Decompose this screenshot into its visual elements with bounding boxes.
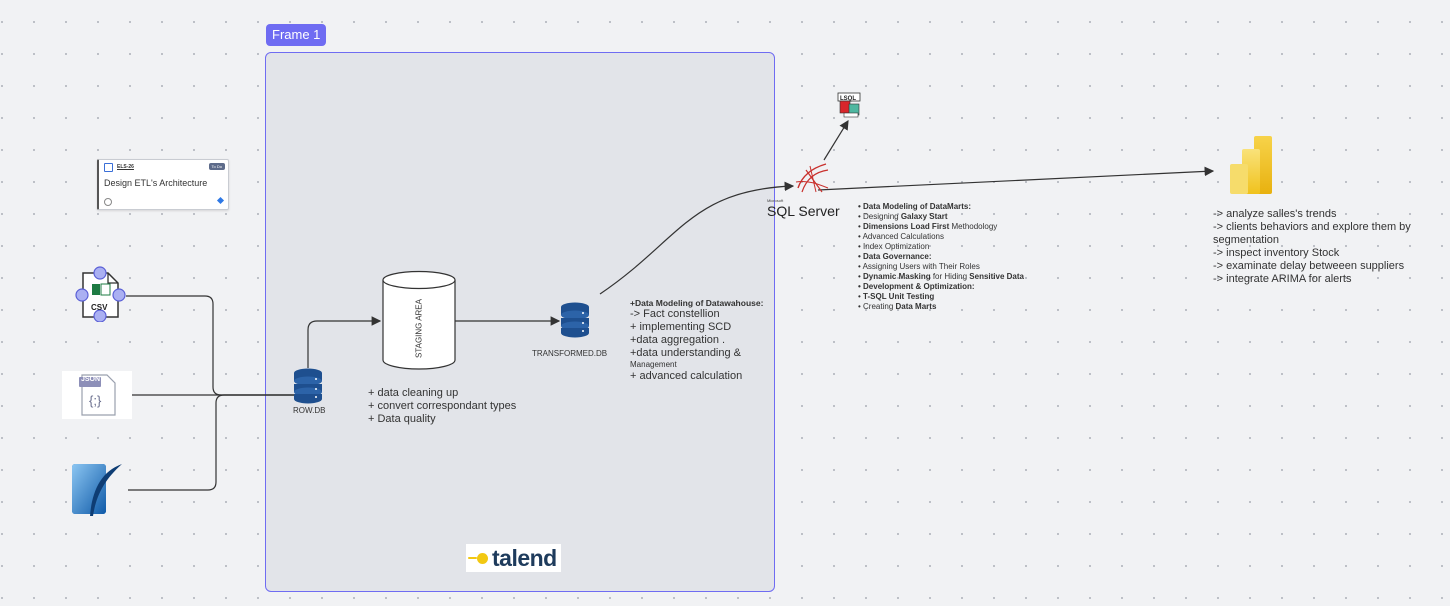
frame-container[interactable] xyxy=(265,52,775,592)
task-title: Design ETL's Architecture xyxy=(104,178,208,188)
mart-note-rest: for Hiding xyxy=(930,272,970,281)
dwh-note: + implementing SCD xyxy=(630,321,732,333)
bi-notes: -> analyze salles's trends -> clients be… xyxy=(1213,208,1411,286)
staging-note: + convert correspondant types xyxy=(368,400,517,412)
bi-note: -> inspect inventory Stock xyxy=(1213,247,1340,259)
transformed-db-icon[interactable] xyxy=(559,302,591,338)
mart-note-plain: • Designing xyxy=(858,212,901,221)
task-id[interactable]: ELS-26 xyxy=(117,164,134,170)
mart-note: • Data Modeling of DataMarts: xyxy=(858,202,1024,212)
bi-note: segmentation xyxy=(1213,234,1280,246)
sqlserver-to-powerbi-connector xyxy=(817,166,1215,191)
mart-note-plain: • Creating xyxy=(858,302,896,311)
sqlite-connector xyxy=(128,394,294,491)
mart-note: • Assigning Users with Their Roles xyxy=(858,262,1024,272)
mart-note: • T-SQL Unit Testing xyxy=(858,292,1024,302)
bi-note: -> clients behaviors and explore them by xyxy=(1213,221,1411,233)
bi-note: -> examinate delay betweeen suppliers xyxy=(1213,260,1405,272)
mart-note-plain: • xyxy=(858,272,864,281)
mart-note: • Index Optimization xyxy=(858,242,1024,252)
mart-note-plain: • xyxy=(858,292,864,301)
mart-note: • Dynamic Masking for Hiding Sensitive D… xyxy=(858,272,1024,282)
dwh-note-sub: Management xyxy=(630,360,677,369)
mart-note: • Data Governance: xyxy=(858,252,1024,262)
mart-note: • Creating Data Marts xyxy=(858,302,1024,312)
mart-note-bold: Dimensions Load First xyxy=(863,222,950,231)
mart-note-bold: • Data Modeling of DataMarts: xyxy=(858,202,972,211)
mart-note-bold: • Development & Optimization: xyxy=(858,282,975,291)
bi-note: -> analyze salles's trends xyxy=(1213,208,1337,220)
dwh-note: +data aggregation . xyxy=(630,334,726,346)
talend-logo-dash xyxy=(468,557,477,559)
json-document-icon xyxy=(79,374,116,416)
talend-logo-dot xyxy=(477,553,488,564)
dwh-note: -> Fact constellion xyxy=(630,308,720,320)
dwh-note: + advanced calculation xyxy=(630,370,743,382)
mart-note-rest: Methodology xyxy=(949,222,998,231)
sql-server-icon[interactable] xyxy=(792,158,832,198)
sqlserver-to-script-connector xyxy=(823,119,849,161)
json-file-icon[interactable]: JSON {;} xyxy=(62,371,132,419)
staging-note: + data cleaning up xyxy=(368,387,459,399)
csv-label: CSV xyxy=(91,303,108,312)
mart-note-bold: Dynamic Masking xyxy=(863,272,931,281)
avatar-icon[interactable] xyxy=(104,198,112,206)
csv-connector xyxy=(126,295,294,396)
bi-note: -> integrate ARIMA for alerts xyxy=(1213,273,1352,285)
staging-notes: + data cleaning up + convert corresponda… xyxy=(368,387,516,426)
mart-note-bold: T-SQL Unit Testing xyxy=(863,292,935,301)
mart-note-bold: Data Marts xyxy=(895,302,937,311)
frame-label[interactable]: Frame 1 xyxy=(266,24,327,46)
sql-server-label[interactable]: SQL Server xyxy=(767,203,840,219)
checkbox-icon[interactable] xyxy=(104,163,113,172)
row-db-icon[interactable] xyxy=(292,368,324,404)
staging-note: + Data quality xyxy=(368,413,436,425)
mart-note: • Development & Optimization: xyxy=(858,282,1024,292)
mart-note-bold: Galaxy Start xyxy=(900,212,948,221)
mart-note-bold: Sensitive Data xyxy=(969,272,1024,281)
staging-area-label: STAGING AREA xyxy=(414,299,424,358)
talend-logo-text: talend xyxy=(492,545,557,571)
staging-area-cylinder[interactable] xyxy=(381,270,457,372)
transformed-to-sqlserver-connector xyxy=(599,181,795,295)
dwh-notes-title: +Data Modeling of Datawahouse: xyxy=(630,298,764,308)
mart-note-plain: • Index Optimization xyxy=(858,242,930,251)
talend-logo: talend xyxy=(466,544,561,572)
mart-note-plain: • Assigning Users with Their Roles xyxy=(858,262,980,271)
mart-note: • Designing Galaxy Start xyxy=(858,212,1024,222)
datamart-notes: • Data Modeling of DataMarts: • Designin… xyxy=(858,202,1024,312)
sql-server-vendor: Microsoft xyxy=(767,198,784,203)
mart-note-bold: • Data Governance: xyxy=(858,252,932,261)
sql-script-icon[interactable]: LSQL xyxy=(836,91,862,119)
status-badge[interactable]: To Do xyxy=(208,163,225,170)
json-glyph: {;} xyxy=(89,393,102,408)
transformed-db-label: TRANSFORMED.DB xyxy=(532,349,608,358)
json-label: JSON xyxy=(81,376,101,383)
mart-note: • Advanced Calculations xyxy=(858,232,1024,242)
task-card[interactable]: ELS-26 To Do Design ETL's Architecture xyxy=(97,159,229,210)
mart-note-plain: • xyxy=(858,222,864,231)
svg-text:LSQL: LSQL xyxy=(840,96,856,102)
csv-file-icon[interactable] xyxy=(74,266,128,322)
priority-icon xyxy=(216,196,225,205)
power-bi-icon[interactable] xyxy=(1226,134,1276,196)
mart-note-plain: • Advanced Calculations xyxy=(858,232,944,241)
mart-note: • Dimensions Load First Methodology xyxy=(858,222,1024,232)
row-to-staging-connector xyxy=(307,316,382,368)
dwh-notes: +Data Modeling of Datawahouse: -> Fact c… xyxy=(630,298,763,383)
dwh-note: +data understanding & xyxy=(630,347,742,359)
sqlite-feather-icon[interactable] xyxy=(70,462,126,518)
row-db-label: ROW.DB xyxy=(293,406,326,415)
